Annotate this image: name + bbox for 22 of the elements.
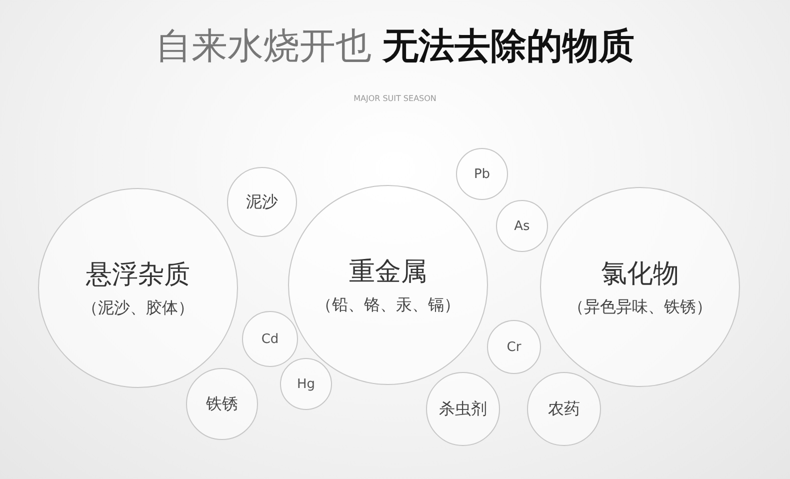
substance-label: Cd bbox=[261, 332, 279, 346]
category-heading: 氯化物 bbox=[601, 258, 679, 291]
substance-circle bbox=[280, 358, 332, 410]
substance-label: 铁锈 bbox=[206, 394, 238, 414]
substance-label: 农药 bbox=[548, 398, 580, 420]
subtitle-text: MAJOR SUIT SEASON bbox=[352, 94, 438, 103]
category-details: （异色异味、铁锈） bbox=[568, 297, 712, 318]
substance-label: Hg bbox=[296, 376, 316, 392]
substance-label: Cr bbox=[506, 340, 522, 354]
category-heading: 悬浮杂质 bbox=[86, 259, 190, 292]
substance-label: As bbox=[514, 218, 530, 234]
category-details: （铅、铬、汞、镉） bbox=[316, 295, 460, 316]
substance-circle bbox=[496, 200, 548, 252]
substance-label: Pb bbox=[474, 166, 490, 182]
substance-circle bbox=[487, 320, 541, 374]
category-details: （泥沙、胶体） bbox=[82, 298, 194, 319]
substance-label: 杀虫剂 bbox=[439, 398, 487, 420]
substance-circle bbox=[456, 148, 508, 200]
category-heading: 重金属 bbox=[349, 256, 427, 289]
substance-circle bbox=[242, 311, 298, 367]
substance-label: 泥沙 bbox=[246, 192, 278, 212]
page-title: 自来水烧开也 无法去除的物质 bbox=[154, 25, 636, 69]
